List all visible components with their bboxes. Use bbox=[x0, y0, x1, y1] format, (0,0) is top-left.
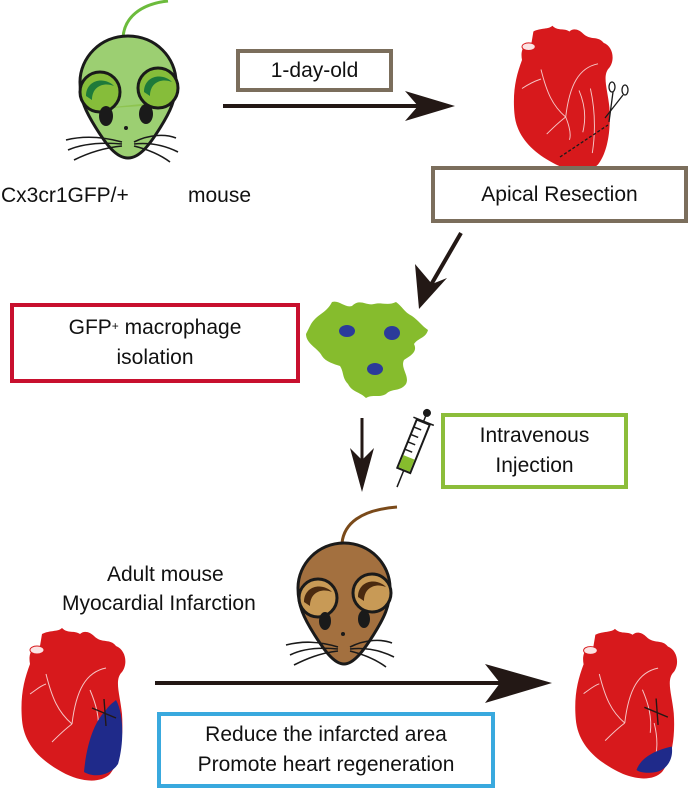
regenerated-heart-icon bbox=[575, 628, 678, 779]
injection-line2: Injection bbox=[495, 454, 574, 477]
gfp-mouse-ear-left bbox=[78, 70, 122, 114]
gfp-mouse-ear-right bbox=[136, 66, 180, 110]
macrophage-cluster-icon bbox=[306, 301, 428, 398]
scissors-icon bbox=[559, 81, 629, 158]
outcome-line1: Reduce the infarcted area bbox=[205, 723, 447, 746]
infarcted-heart-icon bbox=[21, 628, 126, 781]
injection-line1: Intravenous bbox=[479, 424, 590, 447]
infarct-region bbox=[84, 700, 123, 776]
arrow-to-regenerated bbox=[155, 664, 552, 703]
myocardial-infarction-label: Myocardial Infarction bbox=[62, 592, 256, 615]
gfp-superscript: + bbox=[111, 319, 119, 333]
adult-mouse-ear-right bbox=[351, 572, 393, 614]
gfp-mouse-whiskers bbox=[65, 134, 179, 163]
gfp-mouse-icon bbox=[65, 0, 180, 163]
gfp-mouse-eye-left bbox=[99, 106, 113, 126]
syringe-icon bbox=[395, 408, 435, 488]
mouse-strain-label: Cx3cr1GFP/+ bbox=[1, 184, 129, 207]
nucleus-2 bbox=[384, 326, 400, 340]
isolation-line2: isolation bbox=[116, 346, 194, 369]
age-box: 1-day-old bbox=[236, 49, 393, 92]
adult-mouse-nose bbox=[341, 632, 345, 636]
adult-mouse-eye-right bbox=[358, 610, 370, 628]
adult-mouse-label: Adult mouse bbox=[107, 563, 224, 586]
age-label: 1-day-old bbox=[270, 58, 359, 82]
neonatal-heart-icon bbox=[513, 25, 613, 171]
outcome-line2: Promote heart regeneration bbox=[197, 753, 455, 776]
adult-mouse-icon bbox=[285, 505, 398, 668]
arrow-to-macrophages bbox=[415, 231, 463, 309]
mouse-word-label: mouse bbox=[188, 184, 252, 207]
nucleus-1 bbox=[339, 325, 355, 337]
nucleus-3 bbox=[367, 363, 383, 375]
isolation-box: GFP+ macrophage isolation bbox=[10, 303, 300, 383]
macrophage-text: macrophage bbox=[118, 316, 242, 339]
gfp-mouse-tail bbox=[121, 0, 169, 39]
procedure-box: Apical Resection bbox=[431, 166, 688, 223]
isolation-line1: GFP+ macrophage bbox=[69, 313, 242, 343]
infarct-region-small bbox=[636, 746, 673, 773]
adult-mouse-eye-left bbox=[319, 612, 331, 630]
procedure-label: Apical Resection bbox=[481, 182, 638, 206]
gfp-mouse-eye-right bbox=[139, 104, 153, 124]
outcome-box: Reduce the infarcted area Promote heart … bbox=[157, 712, 495, 788]
adult-mouse-tail bbox=[340, 505, 398, 544]
gfp-text: GFP bbox=[68, 316, 112, 339]
arrow-to-resection bbox=[223, 91, 455, 121]
injection-box: Intravenous Injection bbox=[441, 413, 628, 489]
adult-mouse-ear-left bbox=[297, 577, 339, 619]
arrow-to-adult bbox=[350, 418, 374, 492]
gfp-mouse-nose bbox=[124, 126, 128, 130]
adult-mouse-whiskers bbox=[285, 639, 395, 668]
